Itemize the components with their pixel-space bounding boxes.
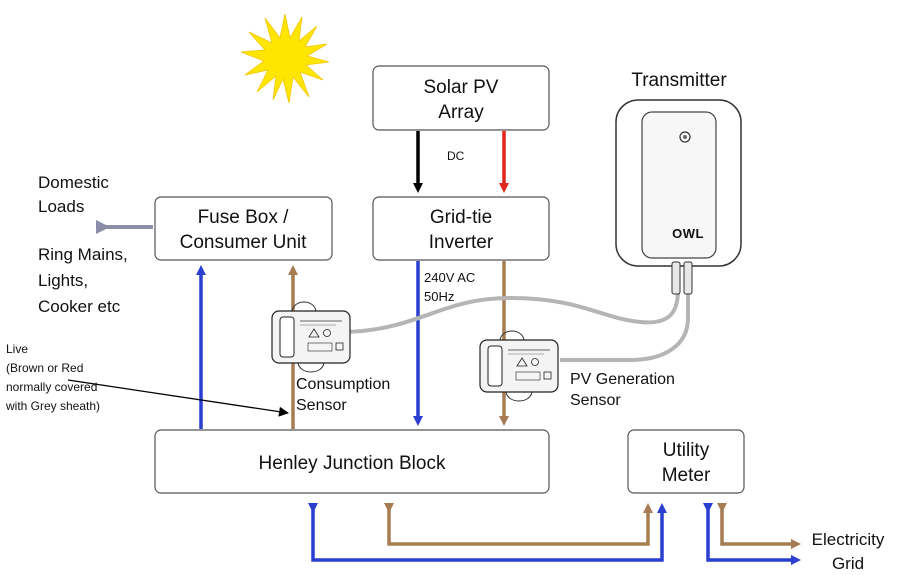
consumption-sensor-label-2: Sensor (296, 397, 347, 414)
utility-meter-box: Utility Meter (627, 429, 745, 494)
solar-pv-label-1: Solar PV (424, 77, 499, 98)
utility-meter-label-1: Utility (663, 440, 710, 461)
utility-meter-label-2: Meter (662, 465, 711, 486)
ac-label-1: 240V AC (424, 270, 475, 285)
henley-label: Henley Junction Block (259, 453, 446, 474)
transmitter-label: Transmitter (631, 70, 727, 91)
pv-generation-sensor-clamp (479, 330, 559, 402)
grid-neutral-wire (703, 503, 801, 565)
transmitter-device: OWL (615, 99, 742, 295)
pv-sensor-label-2: Sensor (570, 392, 621, 409)
ring-mains-label-1: Ring Mains, (38, 245, 128, 264)
electricity-grid-label-2: Grid (832, 554, 864, 573)
fuse-box-label-2: Consumer Unit (180, 232, 307, 253)
consumption-sensor-clamp (271, 301, 351, 373)
pv-sensor-label-1: PV Generation (570, 371, 675, 388)
live-note-4: with Grey sheath) (5, 399, 100, 413)
inverter-label-2: Inverter (429, 232, 494, 253)
henley-junction-block: Henley Junction Block (154, 429, 550, 494)
domestic-loads-label-2: Loads (38, 197, 84, 216)
live-pointer-arrow (67, 379, 289, 417)
ac-label-2: 50Hz (424, 289, 454, 304)
fuse-box-label-1: Fuse Box / (198, 207, 290, 228)
sun-icon (240, 13, 330, 104)
fuse-box-consumer-unit: Fuse Box / Consumer Unit (154, 196, 333, 261)
dc-label: DC (447, 149, 465, 163)
owl-logo: OWL (672, 226, 704, 241)
live-note-2: (Brown or Red (6, 361, 83, 375)
henley-meter-live-loop (384, 503, 653, 546)
pv-sensor-cable (560, 290, 690, 362)
grid-tie-inverter-box: Grid-tie Inverter (372, 196, 550, 261)
live-note-3: normally covered (6, 380, 97, 394)
consumption-sensor-cable (344, 289, 680, 334)
consumption-sensor-label-1: Consumption (296, 376, 390, 393)
grid-live-wire (717, 503, 801, 549)
solar-pv-array-box: Solar PV Array (372, 65, 550, 131)
ring-mains-label-2: Lights, (38, 271, 88, 290)
domestic-loads-label-1: Domestic (38, 173, 109, 192)
inverter-label-1: Grid-tie (430, 207, 492, 228)
live-note-1: Live (6, 342, 28, 356)
solar-pv-label-2: Array (438, 102, 484, 123)
ring-mains-label-3: Cooker etc (38, 297, 121, 316)
henley-meter-neutral-loop (308, 503, 667, 562)
electricity-grid-label-1: Electricity (812, 530, 885, 549)
